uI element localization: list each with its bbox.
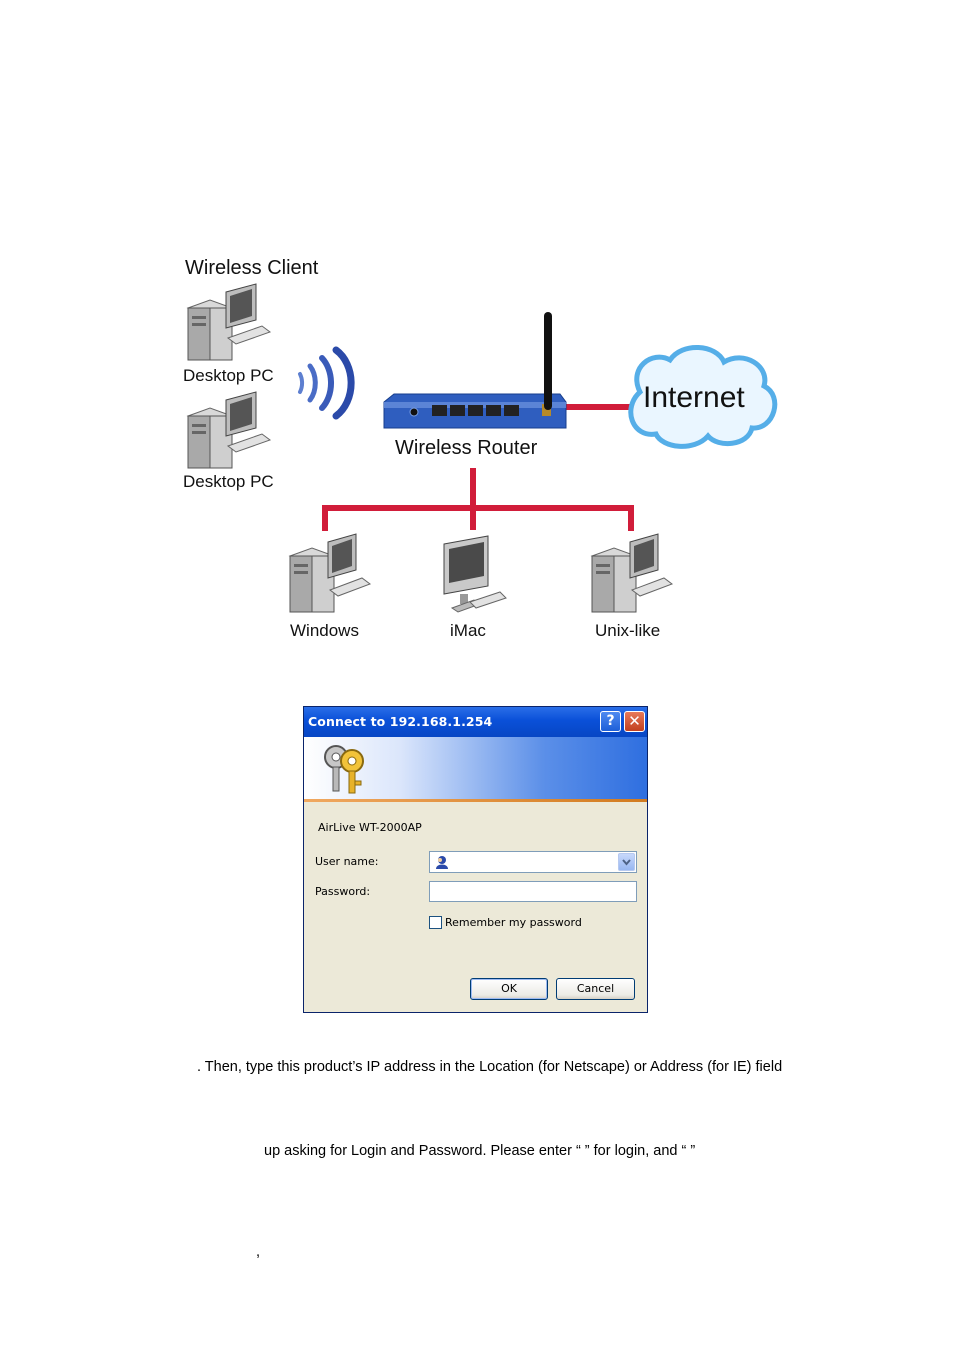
desktop-pc-label: Desktop PC: [183, 366, 274, 385]
wireless-router-label: Wireless Router: [395, 437, 538, 459]
router-internet-link: [560, 404, 632, 410]
router-lan-trunk: [470, 468, 476, 530]
ok-button[interactable]: OK: [470, 978, 548, 1000]
chevron-down-icon[interactable]: [618, 853, 635, 871]
unix-like-label: Unix-like: [595, 621, 661, 640]
desktop-pc-icon: [186, 283, 272, 361]
lan-drop-unix: [628, 505, 634, 531]
close-button[interactable]: ✕: [624, 711, 645, 732]
instruction-line-3: ,: [256, 1244, 261, 1260]
diagram-graphics: [186, 283, 778, 613]
lan-bus: [322, 505, 634, 511]
username-combobox[interactable]: [429, 851, 637, 873]
dialog-title: Connect to 192.168.1.254: [308, 714, 493, 729]
instruction-line-1: . Then, type this product’s IP address i…: [197, 1059, 783, 1075]
imac-label: iMac: [450, 621, 486, 640]
login-dialog: Connect to 192.168.1.254 ? ✕ AirLive WT-…: [303, 706, 648, 1013]
password-label: Password:: [315, 885, 371, 898]
keys-icon: [324, 745, 364, 794]
password-field[interactable]: [429, 881, 637, 902]
username-label: User name:: [315, 855, 379, 868]
wireless-router-icon: [383, 312, 567, 429]
imac-icon: [443, 535, 507, 613]
windows-pc-icon: [288, 533, 372, 613]
banner-divider: [304, 799, 647, 802]
desktop-pc-label: Desktop PC: [183, 472, 274, 491]
cancel-button[interactable]: Cancel: [556, 978, 635, 1000]
realm-text: AirLive WT-2000AP: [318, 821, 422, 834]
help-button[interactable]: ?: [600, 711, 621, 732]
user-icon: [436, 856, 448, 869]
remember-password-label: Remember my password: [445, 916, 582, 929]
instruction-line-2: up asking for Login and Password. Please…: [264, 1143, 696, 1159]
internet-label: Internet: [643, 381, 745, 414]
wireless-client-title: Wireless Client: [185, 257, 319, 279]
network-links: [322, 404, 634, 531]
wireless-signal-icon: [298, 346, 355, 420]
desktop-pc-icon: [186, 391, 272, 469]
lan-drop-windows: [322, 505, 328, 531]
windows-label: Windows: [290, 621, 359, 640]
remember-password-checkbox[interactable]: [429, 916, 442, 929]
dialog-banner: [304, 737, 647, 799]
unix-pc-icon: [590, 533, 674, 613]
internet-cloud-icon: [628, 345, 778, 449]
dialog-titlebar: Connect to 192.168.1.254 ? ✕: [304, 707, 647, 737]
